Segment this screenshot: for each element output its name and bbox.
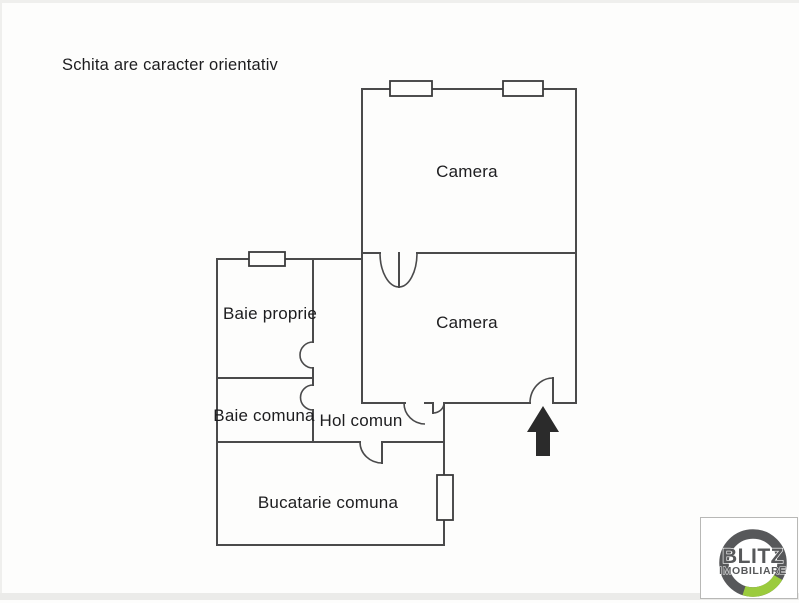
entrance-arrow-icon: [527, 406, 559, 456]
room-label-camera-middle: Camera: [436, 313, 498, 332]
window-camera-top-left: [389, 80, 433, 97]
door-arc-entrance: [529, 377, 554, 404]
agency-logo: BLITZ IMOBILIARE: [700, 517, 798, 599]
room-label-baie-comuna: Baie comuna: [213, 406, 315, 425]
disclaimer-note: Schita are caracter orientativ: [62, 56, 279, 74]
blitz-logo-graphic: BLITZ IMOBILIARE: [719, 529, 787, 597]
room-label-hol-comun: Hol comun: [319, 411, 403, 430]
door-arc-baie-comuna: [299, 384, 314, 411]
page-edge-bottom: [0, 593, 799, 600]
page-edge-top: [0, 0, 799, 3]
window-kitchen-east: [436, 474, 454, 521]
wall-outline-left: [216, 258, 531, 546]
logo-subtitle-text: IMOBILIARE: [719, 565, 787, 577]
wall-outline-right: [361, 88, 577, 404]
door-arc-camera-hol: [403, 402, 426, 425]
page-edge-left: [0, 0, 2, 600]
room-label-baie-proprie: Baie proprie: [222, 304, 318, 323]
room-label-camera-top: Camera: [436, 162, 498, 181]
door-arc-baie-proprie: [299, 341, 314, 369]
door-arc-kitchen: [359, 441, 383, 464]
logo-brand-text: BLITZ: [722, 545, 784, 568]
door-arc-double-right: [398, 252, 418, 288]
room-label-bucatarie-comuna: Bucatarie comuna: [257, 493, 399, 512]
window-baie-proprie: [248, 251, 286, 267]
window-camera-top-right: [502, 80, 544, 97]
door-arc-small: [432, 402, 445, 414]
logo-ring-green-segment: [742, 574, 783, 597]
door-arc-double-left: [379, 252, 400, 288]
wall-camera-left: [361, 88, 406, 404]
